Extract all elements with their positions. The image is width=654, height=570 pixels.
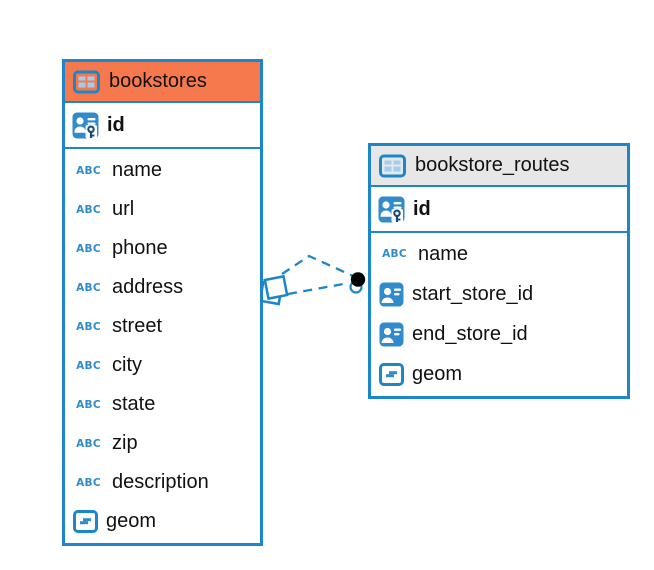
column-name: name [418, 242, 469, 265]
foreign-key-icon [379, 322, 404, 347]
column-row-phone[interactable]: ABC phone [65, 229, 260, 268]
table-header-bookstores[interactable]: bookstores [65, 62, 260, 103]
table-icon [379, 154, 406, 178]
column-list: ABC name ABC url ABC phone ABC address A… [65, 149, 260, 543]
column-name: zip [112, 432, 138, 454]
column-row-id[interactable]: id [371, 187, 627, 233]
column-name: geom [106, 510, 157, 532]
column-row-start-store-id[interactable]: start_store_id [371, 274, 627, 315]
column-row-zip[interactable]: ABC zip [65, 424, 260, 463]
column-row-id[interactable]: id [65, 103, 260, 149]
table-header-bookstore-routes[interactable]: bookstore_routes [371, 146, 627, 187]
column-name: state [112, 393, 156, 415]
object-type-icon [379, 363, 404, 386]
text-type-icon: ABC [76, 320, 101, 333]
text-type-icon: ABC [76, 359, 101, 372]
foreign-key-icon [379, 282, 404, 307]
column-row-end-store-id[interactable]: end_store_id [371, 315, 627, 356]
column-name: city [112, 354, 142, 376]
column-row-geom[interactable]: geom [65, 502, 260, 541]
column-row-name[interactable]: ABC name [371, 235, 627, 274]
column-list: ABC name start_store_id end_store_id geo… [371, 233, 627, 396]
column-name: phone [112, 237, 168, 259]
many-end-marker[interactable] [258, 274, 289, 306]
table-title: bookstore_routes [415, 154, 570, 176]
column-name: id [107, 113, 125, 136]
column-name: url [112, 198, 135, 220]
object-type-icon [73, 510, 98, 533]
column-name: geom [412, 363, 463, 386]
primary-key-icon [72, 112, 99, 139]
text-type-icon: ABC [76, 242, 101, 255]
column-name: street [112, 315, 163, 337]
table-title: bookstores [109, 70, 207, 92]
primary-key-icon [378, 196, 405, 223]
table-icon [73, 70, 100, 94]
column-row-street[interactable]: ABC street [65, 307, 260, 346]
table-bookstores[interactable]: bookstores id ABC name ABC url ABC phone… [62, 59, 263, 546]
column-name: description [112, 471, 209, 493]
column-name: end_store_id [412, 323, 528, 346]
text-type-icon: ABC [76, 476, 101, 489]
column-name: name [112, 159, 163, 181]
column-row-url[interactable]: ABC url [65, 190, 260, 229]
relationship-line-upper [281, 254, 354, 278]
column-name: id [413, 197, 431, 220]
text-type-icon: ABC [76, 398, 101, 411]
text-type-icon: ABC [76, 164, 101, 177]
column-row-geom[interactable]: geom [371, 355, 627, 394]
column-row-name[interactable]: ABC name [65, 151, 260, 190]
text-type-icon: ABC [382, 248, 407, 261]
text-type-icon: ABC [76, 203, 101, 216]
column-row-city[interactable]: ABC city [65, 346, 260, 385]
column-name: address [112, 276, 184, 298]
text-type-icon: ABC [76, 437, 101, 450]
column-row-address[interactable]: ABC address [65, 268, 260, 307]
column-row-state[interactable]: ABC state [65, 385, 260, 424]
relationship-line-lower [287, 281, 350, 296]
table-bookstore-routes[interactable]: bookstore_routes id ABC name start_store… [368, 143, 630, 399]
text-type-icon: ABC [76, 281, 101, 294]
column-name: start_store_id [412, 282, 534, 305]
one-end-marker[interactable] [349, 272, 366, 294]
column-row-description[interactable]: ABC description [65, 463, 260, 502]
